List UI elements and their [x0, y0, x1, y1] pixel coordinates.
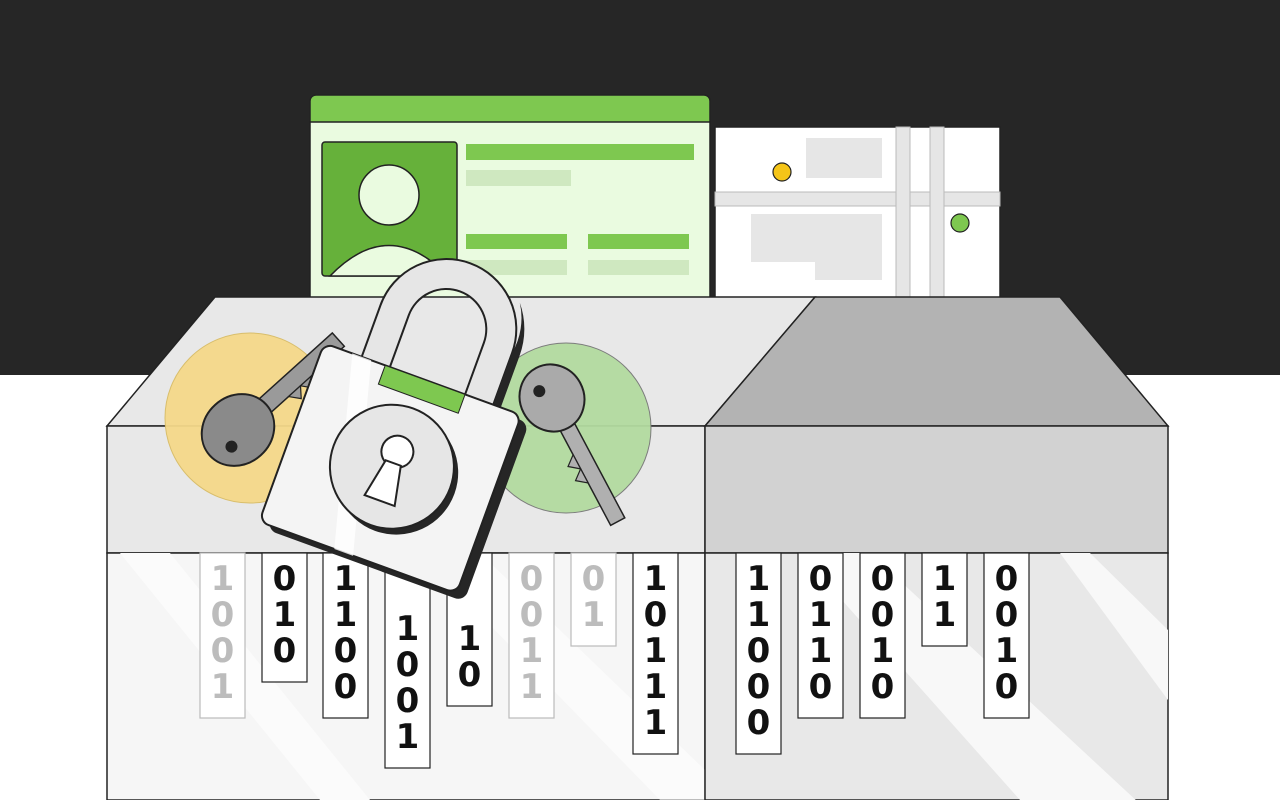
- strip-paper: [261, 552, 308, 683]
- strip-paper: [508, 552, 555, 719]
- strip-paper: [322, 552, 369, 719]
- strip-paper: [735, 552, 782, 755]
- strip-paper: [921, 552, 968, 647]
- strip-paper: [797, 552, 844, 719]
- strip-paper: [983, 552, 1030, 719]
- strip-paper: [199, 552, 246, 719]
- strip-paper: [859, 552, 906, 719]
- right-box: [703, 296, 1170, 800]
- map-icon: [714, 126, 1001, 303]
- padlock-icon: [260, 258, 527, 599]
- strip-paper: [384, 552, 431, 769]
- key-icon: [518, 363, 626, 527]
- id-card-icon: [309, 94, 711, 306]
- strip-paper: [570, 552, 617, 647]
- strip-paper: [632, 552, 679, 755]
